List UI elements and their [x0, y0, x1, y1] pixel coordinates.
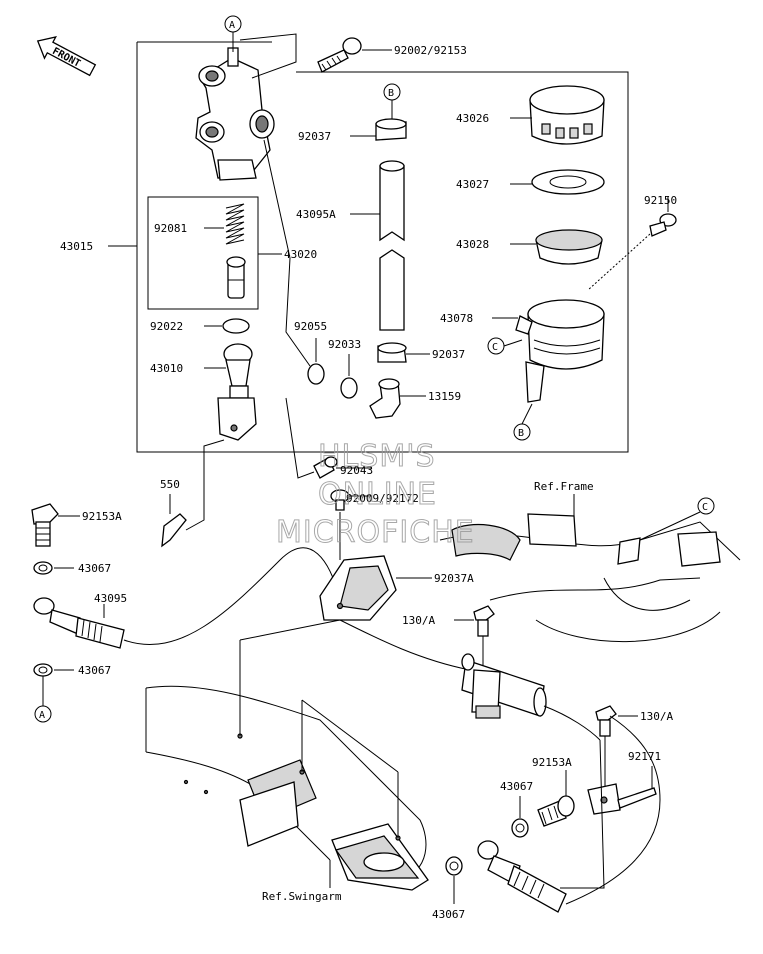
bolt-92002 [317, 37, 392, 73]
elbow-13159 [369, 378, 426, 419]
label-43028: 43028 [456, 238, 489, 251]
label-550: 550 [160, 478, 180, 491]
label-92009: 92009/92172 [346, 492, 419, 505]
svg-text:A: A [39, 710, 45, 721]
clamp-92037-top: B [350, 83, 407, 141]
bracket-92037a [319, 512, 432, 621]
lower-hose-fitting [477, 715, 661, 913]
hose-fitting-43095 [33, 547, 341, 649]
plate-43027 [510, 169, 605, 195]
label-92037-top: 92037 [298, 130, 331, 143]
label-43067-top-left: 43067 [78, 562, 111, 575]
label-43020: 43020 [284, 248, 317, 261]
banjo-bolt-right [537, 770, 575, 827]
svg-text:C: C [492, 342, 498, 353]
cap-43026 [510, 85, 605, 145]
svg-text:B: B [388, 88, 394, 99]
label-92153a-left: 92153A [82, 510, 122, 523]
label-92037-lower: 92037 [432, 348, 465, 361]
label-43027: 43027 [456, 178, 489, 191]
label-92037a-big: 92037A [434, 572, 474, 585]
label-13159: 13159 [428, 390, 461, 403]
reservoir-43078 [492, 299, 605, 403]
clip-92033 [340, 354, 358, 399]
svg-text:MICROFICHE: MICROFICHE [276, 515, 475, 550]
clamp-92037-lower [377, 342, 430, 363]
screw-92150 [587, 196, 677, 291]
frame-reference [439, 494, 741, 643]
washer-43067-bottom [445, 856, 463, 904]
bolt-92009 [330, 489, 372, 511]
label-43078: 43078 [440, 312, 473, 325]
svg-text:B: B [518, 428, 524, 439]
label-92033: 92033 [328, 338, 361, 351]
label-92150: 92150 [644, 194, 677, 207]
circlip-92022 [204, 318, 250, 334]
hose-clamp-middle [339, 619, 601, 741]
front-arrow-icon: FRONT [36, 36, 97, 77]
label-43095: 43095 [94, 592, 127, 605]
piston [226, 256, 246, 299]
ref-frame-label: Ref.Frame [534, 480, 594, 493]
svg-text:HLSM'S: HLSM'S [318, 439, 436, 474]
washer-43067-lower-left [33, 663, 74, 677]
svg-text:C: C [702, 502, 708, 513]
callout-b-reservoir: B [513, 403, 533, 441]
master-cylinder-body [195, 33, 297, 181]
clamp-92171 [587, 766, 657, 815]
spring-92081 [204, 203, 245, 245]
label-130a-lower: 130/A [640, 710, 673, 723]
callout-c-reservoir: C [487, 337, 523, 355]
callout-a-top: A [224, 15, 242, 52]
pin-92043 [285, 397, 372, 479]
label-92171: 92171 [628, 750, 661, 763]
label-92002: 92002/92153 [394, 44, 467, 57]
label-92022: 92022 [150, 320, 183, 333]
label-43067-lower-left: 43067 [78, 664, 111, 677]
label-92081: 92081 [154, 222, 187, 235]
banjo-bolt-left [31, 503, 80, 547]
callout-c-frame: C [697, 497, 715, 515]
label-92153a-right: 92153A [532, 756, 572, 769]
label-43067-bottom: 43067 [432, 908, 465, 921]
assembly-box [136, 41, 629, 453]
diaphragm-43028 [510, 229, 603, 265]
label-43095a: 43095A [296, 208, 336, 221]
swingarm-reference [145, 619, 429, 891]
ref-swingarm-label: Ref.Swingarm [262, 890, 342, 903]
label-43015: 43015 [60, 240, 93, 253]
washer-43067-top-left [33, 561, 74, 575]
hose-43095a [350, 160, 405, 331]
label-43010: 43010 [150, 362, 183, 375]
watermark: HLSM'S ONLINE MICROFICHE [276, 439, 475, 551]
label-43026: 43026 [456, 112, 489, 125]
oring-92055 [263, 139, 325, 385]
label-130a-upper: 130/A [402, 614, 435, 627]
washer-43067-right [511, 796, 529, 838]
label-92055: 92055 [294, 320, 327, 333]
cotter-pin-550 [161, 439, 225, 548]
label-43067-right: 43067 [500, 780, 533, 793]
label-92043: 92043 [340, 464, 373, 477]
push-rod-43010 [204, 343, 257, 441]
svg-text:ONLINE: ONLINE [318, 477, 437, 512]
svg-text:A: A [229, 20, 235, 31]
callout-a-lower: A [34, 676, 52, 723]
